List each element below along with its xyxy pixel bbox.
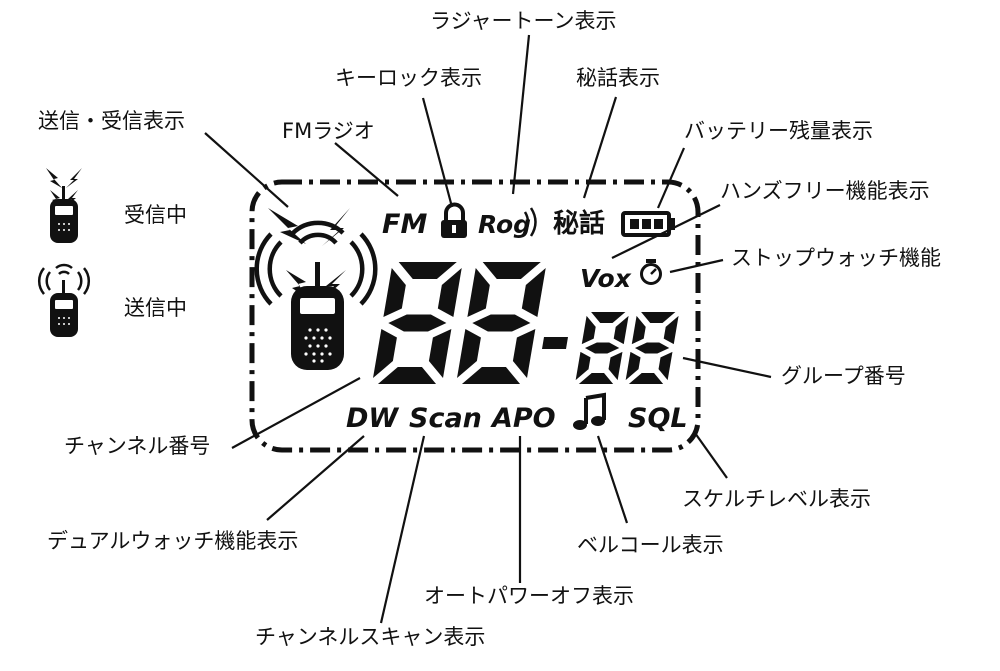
walkie-talkie-icon	[291, 262, 344, 370]
callout-squelch: スケルチレベル表示	[682, 487, 871, 511]
callout-channel-number: チャンネル番号	[64, 434, 211, 458]
roger-tone-icon	[523, 207, 537, 237]
channel-digit-2-segment-e	[457, 328, 481, 379]
digit-separator-dash	[542, 337, 568, 349]
group-digit-2-segment-c	[658, 351, 673, 381]
lcd-vox-text: Vox	[580, 264, 632, 293]
group-digit-1-segment-d	[578, 373, 614, 384]
group-digit-1-segment-b	[613, 315, 629, 345]
lcd-scan-text: Scan	[409, 403, 482, 434]
lcd-frame	[249, 179, 701, 453]
receiving-icon	[46, 168, 82, 243]
callout-tx-rx: 送信・受信表示	[38, 109, 185, 133]
group-digit-2-segment-f	[631, 315, 646, 345]
channel-digit-1-segment-a	[398, 262, 457, 279]
leader-squelch	[694, 432, 728, 479]
tx-rx-indicator	[254, 208, 378, 370]
music-note-icon	[573, 392, 606, 430]
callout-auto-power-off: オートパワーオフ表示	[424, 584, 634, 608]
channel-digit-2-segment-g	[472, 314, 531, 332]
leader-group	[682, 356, 772, 379]
callout-scramble: 秘話表示	[576, 66, 660, 90]
leader-roger	[511, 34, 531, 195]
channel-digit-1-segment-e	[373, 328, 397, 379]
leader-lines	[204, 34, 772, 624]
group-digit-2-segment-b	[663, 315, 679, 345]
channel-digit-2-segment-f	[467, 267, 490, 318]
transmitting-icon	[37, 263, 91, 337]
callout-hands-free: ハンズフリー機能表示	[720, 179, 930, 203]
leader-scan	[379, 435, 426, 624]
channel-digit-1-segment-c	[428, 328, 452, 379]
channel-digit-2-segment-c	[512, 328, 536, 379]
lcd-scramble-text: 秘話	[553, 208, 605, 239]
channel-digit-2-segment-a	[482, 262, 541, 279]
group-digit-1-segment-g	[584, 342, 620, 354]
channel-digit-2-segment-d	[461, 367, 521, 384]
group-digit-1-segment-c	[608, 351, 623, 381]
radio-waves-icon	[37, 263, 91, 295]
radio-waves-icon	[254, 220, 378, 306]
callout-key-lock: キーロック表示	[335, 66, 482, 90]
group-digit-2-segment-g	[634, 342, 670, 354]
channel-digit-2-segment-b	[521, 267, 546, 318]
legend-transmitting-label: 送信中	[124, 296, 187, 320]
leader-dual-watch	[266, 435, 365, 521]
group-digit-2	[625, 312, 679, 384]
channel-digit-1-segment-d	[377, 367, 437, 384]
leader-stopwatch	[669, 258, 724, 274]
lcd-rog-text: Rog	[478, 210, 531, 239]
group-digit-1-segment-a	[591, 312, 626, 323]
group-digit-2-segment-d	[628, 373, 664, 384]
seven-segment-display	[373, 262, 679, 384]
group-digit-2-segment-e	[625, 351, 641, 381]
leader-key-lock	[421, 97, 454, 208]
legend-receiving-label: 受信中	[124, 203, 187, 227]
callout-fm-radio: FMラジオ	[282, 119, 375, 143]
group-digit-1	[575, 312, 629, 384]
lcd-dw-text: DW	[346, 403, 399, 434]
group-digit-1-segment-e	[575, 351, 591, 381]
callout-group-number: グループ番号	[781, 364, 906, 388]
callout-dual-watch: デュアルウォッチ機能表示	[47, 529, 299, 553]
channel-digit-2	[457, 262, 546, 384]
leader-tx-rx	[204, 132, 289, 208]
lightning-icon	[46, 168, 82, 206]
callout-stopwatch: ストップウォッチ機能	[731, 246, 941, 270]
leader-scramble	[582, 96, 618, 199]
group-digit-2-segment-a	[641, 312, 676, 323]
channel-digit-1	[373, 262, 462, 384]
padlock-icon	[441, 202, 467, 238]
callout-channel-scan: チャンネルスキャン表示	[255, 625, 486, 649]
leader-bell	[596, 435, 629, 524]
leader-hands-free	[611, 204, 721, 259]
leader-channel	[231, 377, 361, 449]
channel-digit-1-segment-f	[383, 267, 406, 318]
callout-bell-call: ベルコール表示	[577, 533, 724, 557]
battery-icon	[621, 211, 675, 237]
lcd-fm-text: FM	[382, 209, 427, 240]
callout-battery: バッテリー残量表示	[684, 119, 873, 143]
lcd-sql-text: SQL	[628, 403, 688, 434]
channel-digit-1-segment-g	[388, 314, 447, 332]
channel-digit-1-segment-b	[437, 267, 462, 318]
stopwatch-icon	[640, 259, 662, 285]
callout-roger-tone: ラジャートーン表示	[430, 9, 617, 33]
group-digit-1-segment-f	[581, 315, 596, 345]
leader-fm	[334, 142, 399, 197]
lcd-apo-text: APO	[490, 403, 556, 434]
leader-battery	[656, 147, 686, 209]
